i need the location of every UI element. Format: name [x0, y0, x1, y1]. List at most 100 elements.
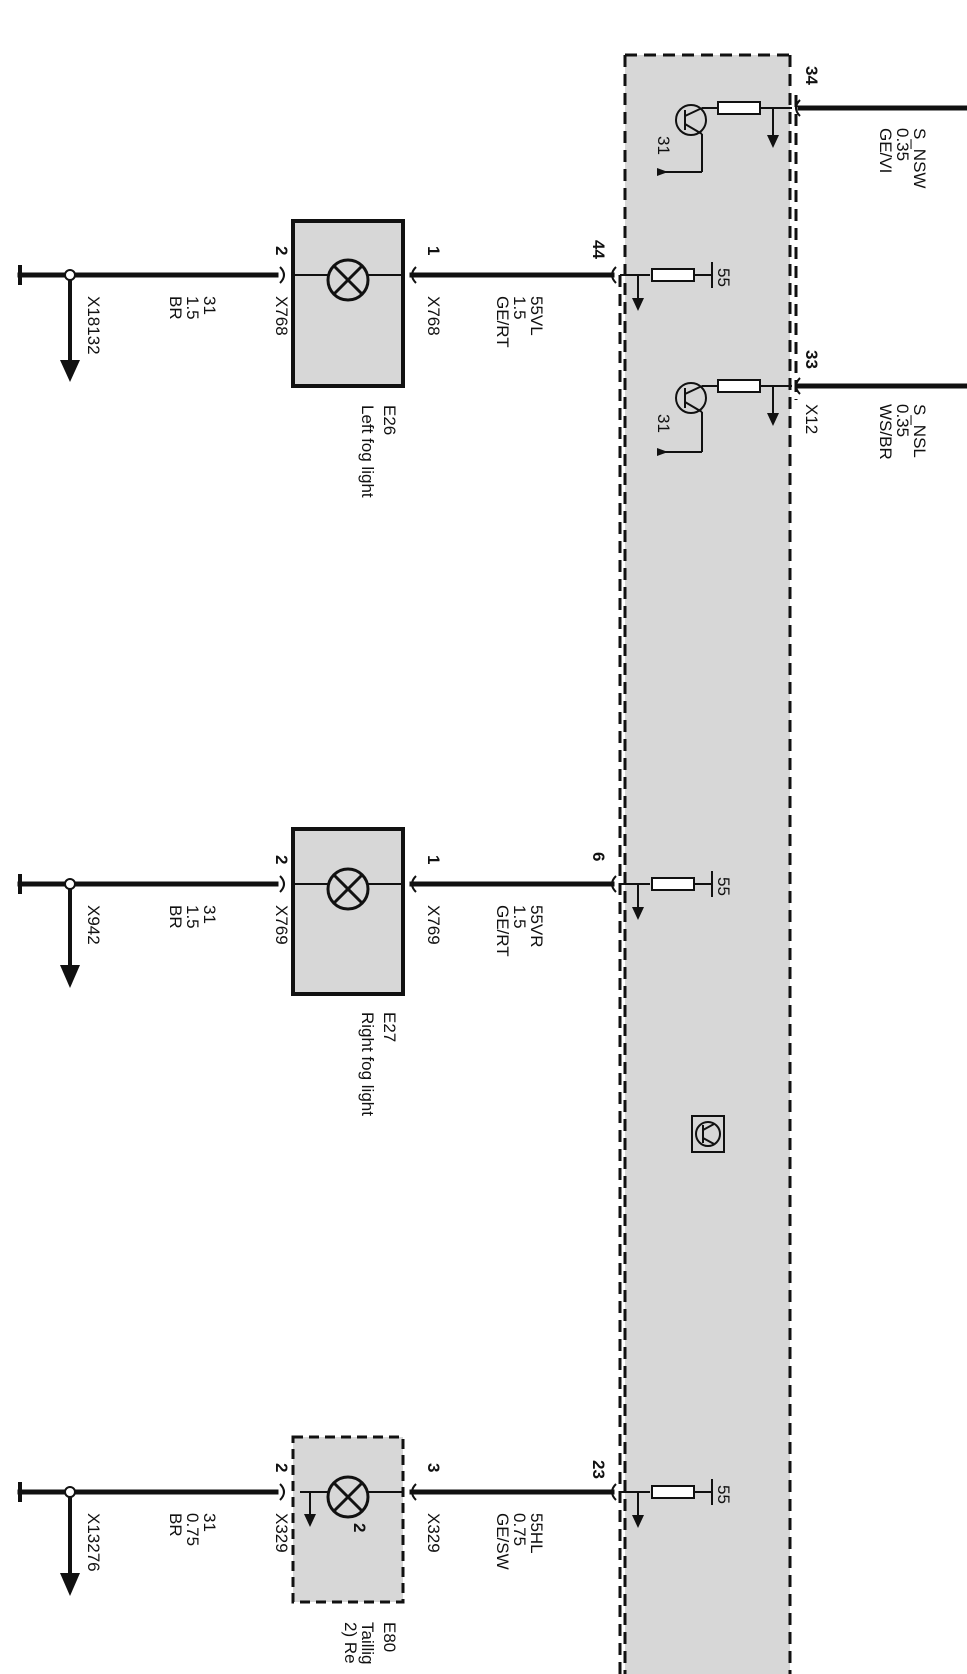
right-fog-light-circuit: 55 6 1 X769 55VR 1.5 GE/RT E27 Right fog… [17, 827, 733, 1116]
tail-ground-size: 0.75 [183, 1513, 202, 1546]
taillight-name-line-2: 2) Re [341, 1622, 360, 1664]
tail-resistor [651, 1485, 695, 1499]
tail-feed-name: 55HL [527, 1513, 546, 1554]
s-nsl-tap-arrow [767, 413, 779, 426]
tail-ground-color: BR [166, 1513, 185, 1537]
s-nsw-name: S_NSW [910, 128, 929, 188]
left-bulb-cross-2 [332, 264, 364, 296]
right-ground-color: BR [166, 905, 185, 929]
tail-pin-2-socket [279, 1483, 285, 1501]
right-tap-arrow [632, 907, 644, 920]
left-fog-light-housing [291, 219, 405, 388]
tail-pin-3-socket [411, 1483, 417, 1501]
s-nsl-ground-label: 31 [654, 414, 673, 433]
tail-pin-3-label: 3 [424, 1463, 443, 1472]
pin-34-label: 34 [802, 66, 821, 85]
s-nsw-ground-label: 31 [654, 136, 673, 155]
right-connector-in: X769 [424, 905, 443, 945]
left-fog-light-name: Left fog light [358, 405, 377, 498]
s-nsl-resistor [717, 379, 761, 393]
right-resistor [651, 877, 695, 891]
s-nsl-size: 0.35 [893, 404, 912, 437]
s-nsl-color: WS/BR [876, 404, 895, 460]
s-nsl-transistor-emitter [684, 401, 703, 413]
s-nsl-name: S_NSL [910, 404, 929, 458]
tail-feed-color: GE/SW [493, 1513, 512, 1570]
pin-44-socket [611, 266, 617, 284]
right-bulb-cross-2 [332, 873, 364, 905]
tail-inner-pin-label: 2 [350, 1523, 369, 1532]
s-nsw-transistor-icon [675, 104, 707, 136]
right-pin-2-label: 2 [272, 855, 291, 864]
tail-resistor-value: 55 [714, 1485, 733, 1504]
left-ground-size: 1.5 [183, 296, 202, 320]
left-resistor [651, 268, 695, 282]
left-ground-arrow [60, 360, 80, 382]
right-resistor-value: 55 [714, 877, 733, 896]
module-connector-x12: X12 [802, 404, 821, 434]
s-nsl-ground-symbol [657, 448, 668, 456]
left-ground-color: BR [166, 296, 185, 320]
right-ground-point: X942 [84, 905, 103, 945]
left-connector-in: X768 [424, 296, 443, 336]
left-feed-color: GE/RT [493, 296, 512, 348]
left-pin-2-label: 2 [272, 246, 291, 255]
pin-44-label: 44 [589, 240, 608, 259]
tail-connector-out: X329 [272, 1513, 291, 1553]
pin-6-socket [611, 875, 617, 893]
s-nsw-ground-symbol [657, 168, 668, 176]
right-feed-size: 1.5 [510, 905, 529, 929]
right-fog-light-id: E27 [380, 1012, 399, 1042]
pin-6-label: 6 [589, 852, 608, 861]
right-pin-2-socket [279, 875, 285, 893]
left-ground-name: 31 [200, 296, 219, 315]
pin-33-label: 33 [802, 350, 821, 369]
left-tap-arrow [632, 298, 644, 311]
pin-23-socket [611, 1483, 617, 1501]
left-feed-name: 55VL [527, 296, 546, 336]
taillight-name-line-1: Taillig [358, 1622, 377, 1665]
pin-23-label: 23 [589, 1460, 608, 1479]
tail-ground-name: 31 [200, 1513, 219, 1532]
module-symbol-emitter [702, 1137, 715, 1145]
signal-s-nsw: 31 34 S_NSW 0.35 GE/VI [654, 66, 967, 188]
left-pin-2-socket [279, 266, 285, 284]
right-pin-1-socket [411, 875, 417, 893]
left-ground-junction [64, 269, 76, 281]
s-nsw-color: GE/VI [876, 128, 895, 173]
right-feed-name: 55VR [527, 905, 546, 948]
right-ground-arrow [60, 965, 80, 988]
s-nsw-size: 0.35 [893, 128, 912, 161]
tail-ground-arrow [60, 1573, 80, 1596]
s-nsw-transistor-collector [684, 107, 703, 117]
left-fog-light-circuit: 55 44 1 X768 55VL 1.5 GE/RT E26 Left fog… [17, 219, 733, 498]
tail-ground-point: X13276 [84, 1513, 103, 1572]
left-resistor-value: 55 [714, 268, 733, 287]
tail-bulb-cross-2 [332, 1481, 364, 1513]
taillight-id: E80 [380, 1622, 399, 1652]
s-nsl-transistor-collector [684, 385, 703, 395]
left-pin-1-socket [411, 266, 417, 284]
tail-ground-junction [64, 1486, 76, 1498]
right-connector-out: X769 [272, 905, 291, 945]
s-nsl-pin-socket [795, 377, 801, 395]
tail-connector-in: X329 [424, 1513, 443, 1553]
right-fog-light-housing [291, 827, 405, 996]
right-fog-light-name: Right fog light [358, 1012, 377, 1116]
s-nsw-pin-socket [795, 99, 801, 117]
right-ground-size: 1.5 [183, 905, 202, 929]
left-fog-light-id: E26 [380, 405, 399, 435]
s-nsl-transistor-icon [675, 382, 707, 414]
tail-pin-2-label: 2 [272, 1463, 291, 1472]
s-nsw-resistor [717, 101, 761, 115]
left-connector-out: X768 [272, 296, 291, 336]
right-ground-junction [64, 878, 76, 890]
right-pin-1-label: 1 [424, 855, 443, 864]
tail-tap-arrow [632, 1515, 644, 1528]
signal-s-nsl: 31 33 X12 S_NSL 0.35 WS/BR [654, 350, 967, 460]
module-symbol-icon [695, 1121, 721, 1147]
right-ground-name: 31 [200, 905, 219, 924]
s-nsw-transistor-emitter [684, 123, 703, 135]
taillight-circuit: 55 23 2 3 X329 55HL 0.75 GE/SW E80 Taill… [17, 1435, 733, 1665]
